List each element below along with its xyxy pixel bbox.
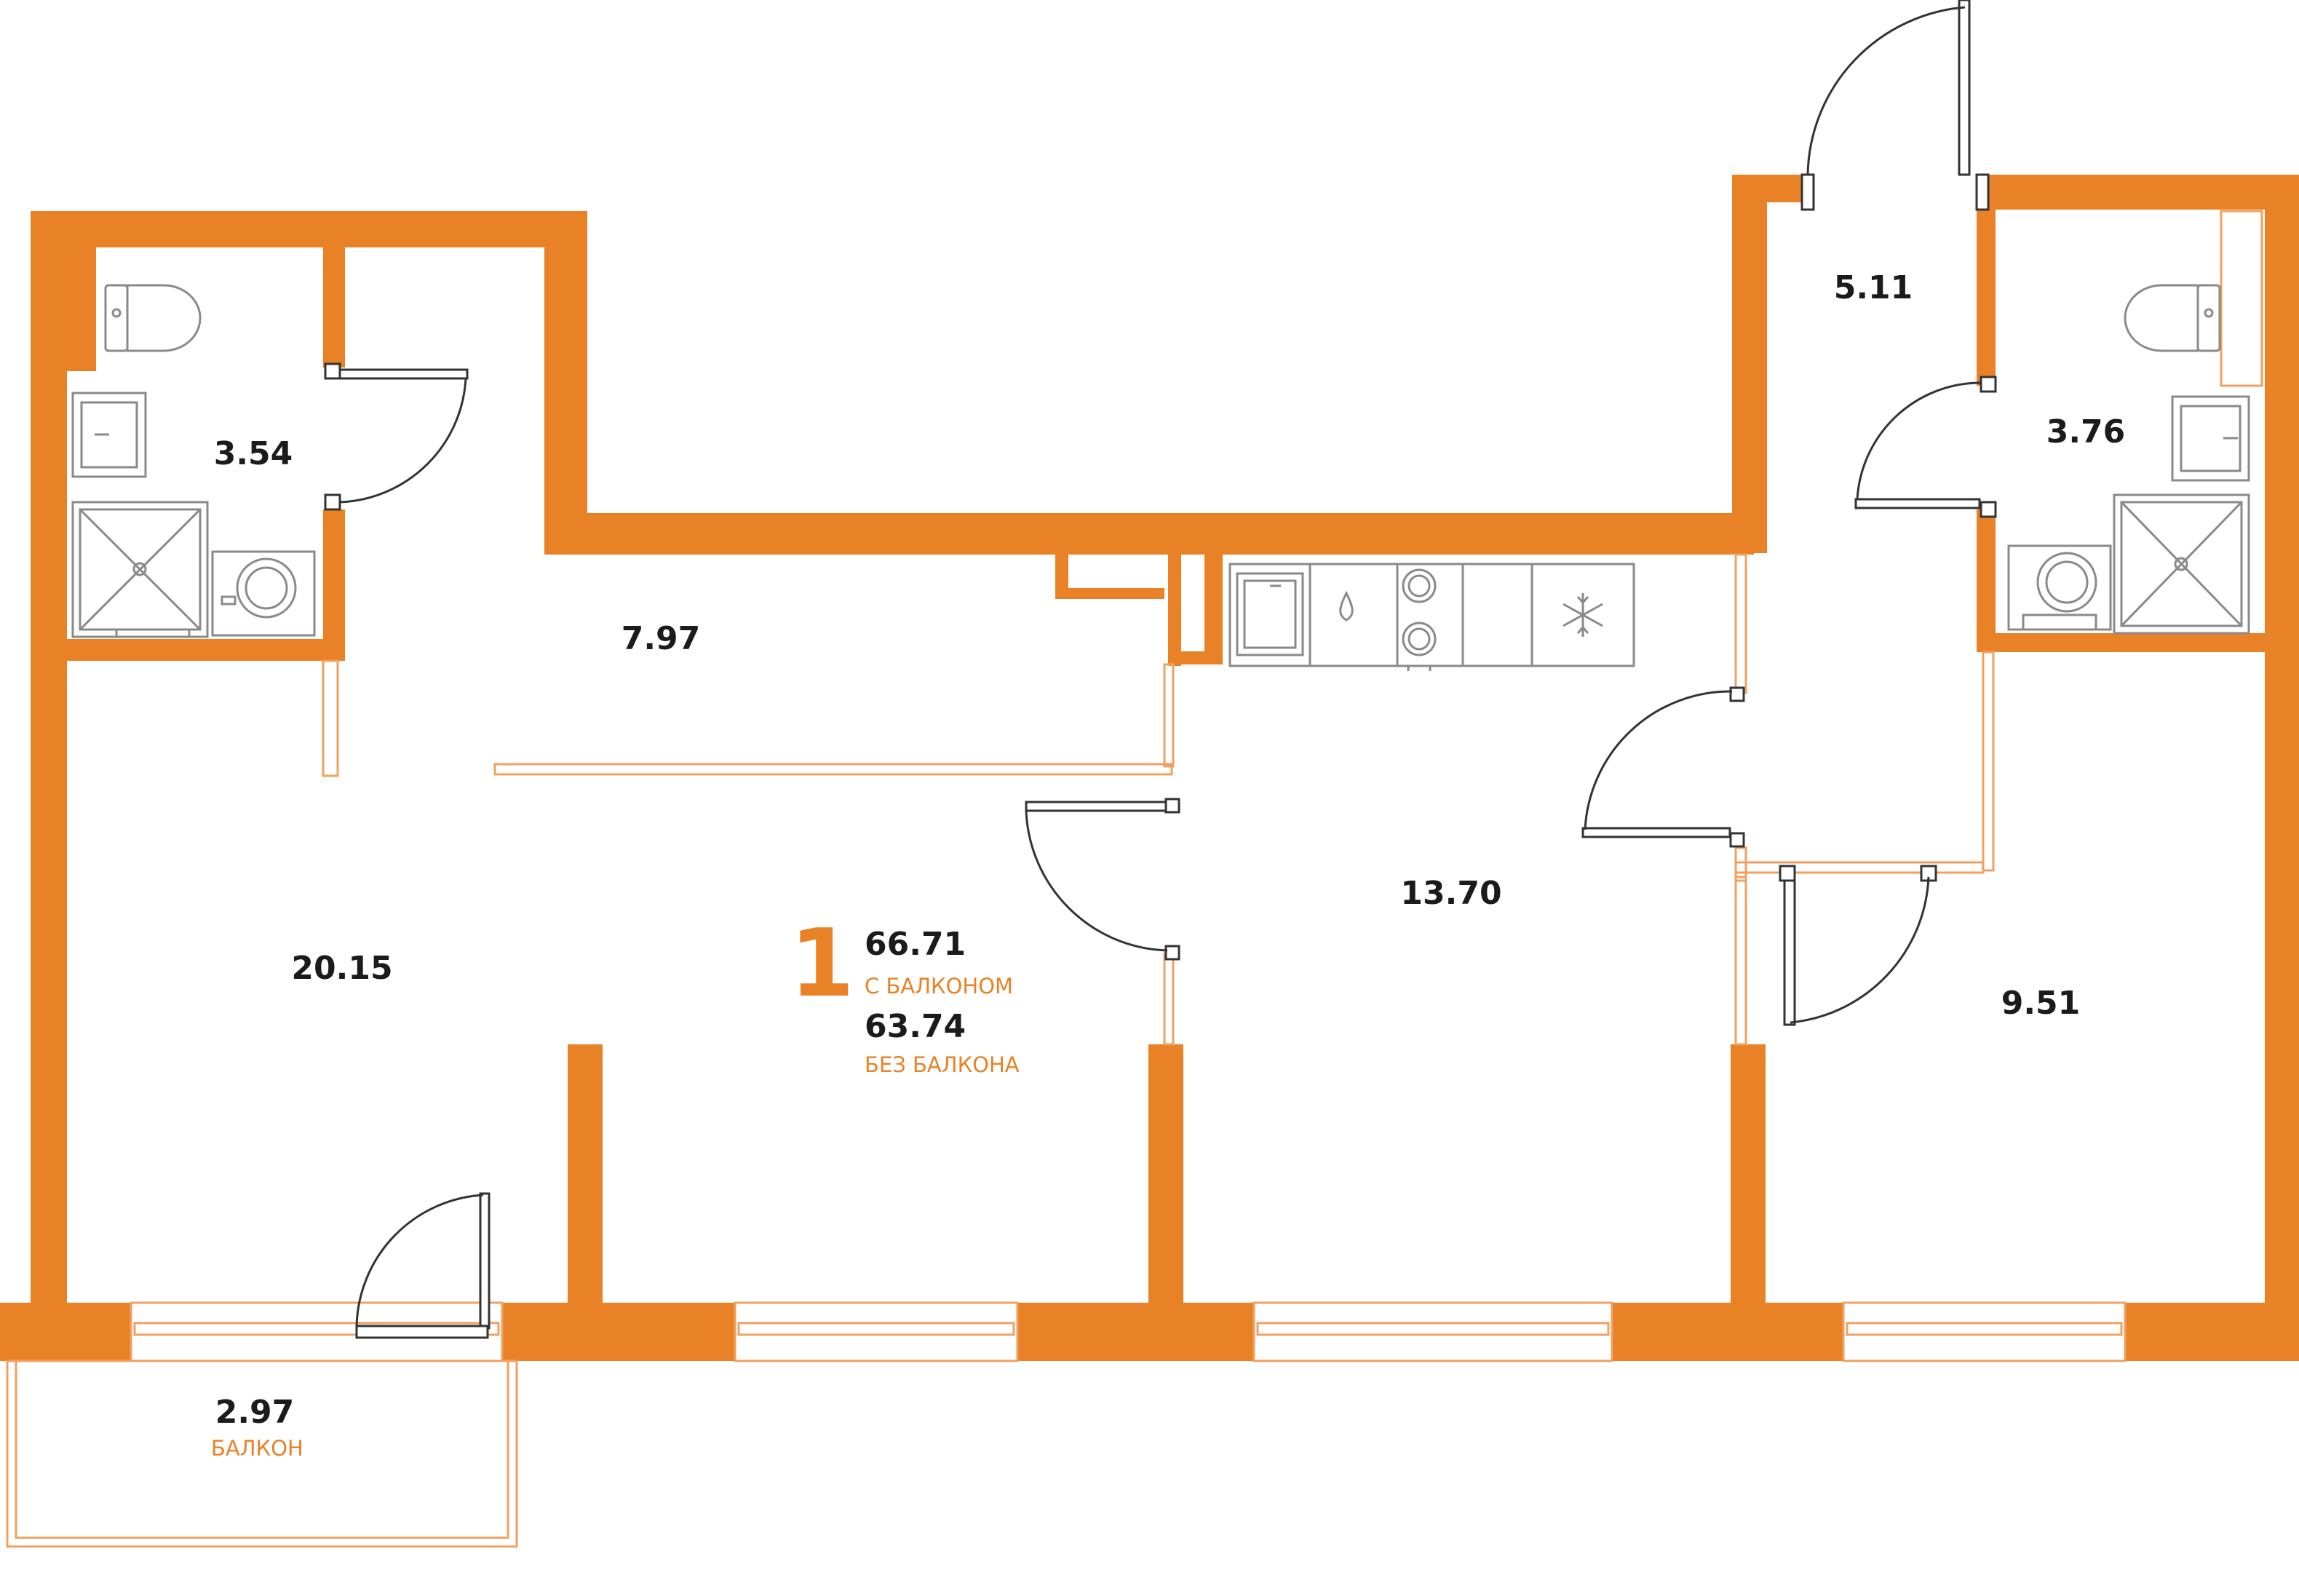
washing-machine-icon — [211, 550, 316, 637]
toilet-icon — [2124, 284, 2221, 352]
room-area-balcony: 2.97 — [215, 1394, 295, 1431]
room-area-living-room: 20.15 — [291, 950, 392, 987]
doors — [324, 0, 1997, 1339]
windows — [130, 1301, 2127, 1362]
rooms-count: 1 — [790, 910, 854, 1018]
sink-icon — [2171, 395, 2250, 482]
door-right-bathroom — [1854, 376, 1997, 518]
door-kitchen-corridor — [1581, 686, 1745, 848]
snowflake-icon — [1563, 593, 1603, 637]
room-area-bedroom: 9.51 — [2001, 985, 2081, 1022]
balcony-caption: БАЛКОН — [211, 1436, 303, 1461]
walls — [0, 175, 2299, 1361]
door-entrance — [1800, 0, 1990, 211]
door-hallway-kitchen — [1025, 798, 1180, 961]
toilet-icon — [104, 284, 202, 352]
washing-machine-icon — [2007, 544, 2112, 631]
shower-icon — [71, 501, 209, 638]
water-drop-icon — [1339, 590, 1354, 622]
without-balcony-caption: БЕЗ БАЛКОНА — [865, 1052, 1020, 1077]
room-area-vestibule: 5.11 — [1834, 269, 1913, 306]
door-balcony — [355, 1192, 491, 1339]
balcony-outline — [6, 1359, 518, 1548]
shower-icon — [2113, 493, 2250, 635]
with-balcony-caption: С БАЛКОНОМ — [865, 974, 1013, 999]
door-bedroom — [1779, 865, 1937, 1026]
door-left-bathroom — [324, 362, 469, 511]
sink-icon — [1236, 572, 1304, 656]
room-labels: 3.54 7.97 20.15 13.70 5.11 3.76 9.51 2.9… — [211, 269, 2125, 1461]
room-area-bathroom-right: 3.76 — [2046, 413, 2126, 450]
room-area-hallway: 7.97 — [622, 620, 701, 657]
room-area-bathroom-left: 3.54 — [214, 435, 293, 472]
area-without-balcony: 63.74 — [865, 1008, 966, 1045]
room-area-kitchen: 13.70 — [1400, 875, 1501, 912]
sink-icon — [71, 392, 147, 478]
fixtures — [71, 284, 2250, 671]
stove-icon — [1402, 568, 1437, 671]
kitchen-counter — [1228, 563, 1635, 667]
thin-partitions — [322, 210, 2263, 1046]
area-with-balcony: 66.71 — [865, 926, 966, 963]
